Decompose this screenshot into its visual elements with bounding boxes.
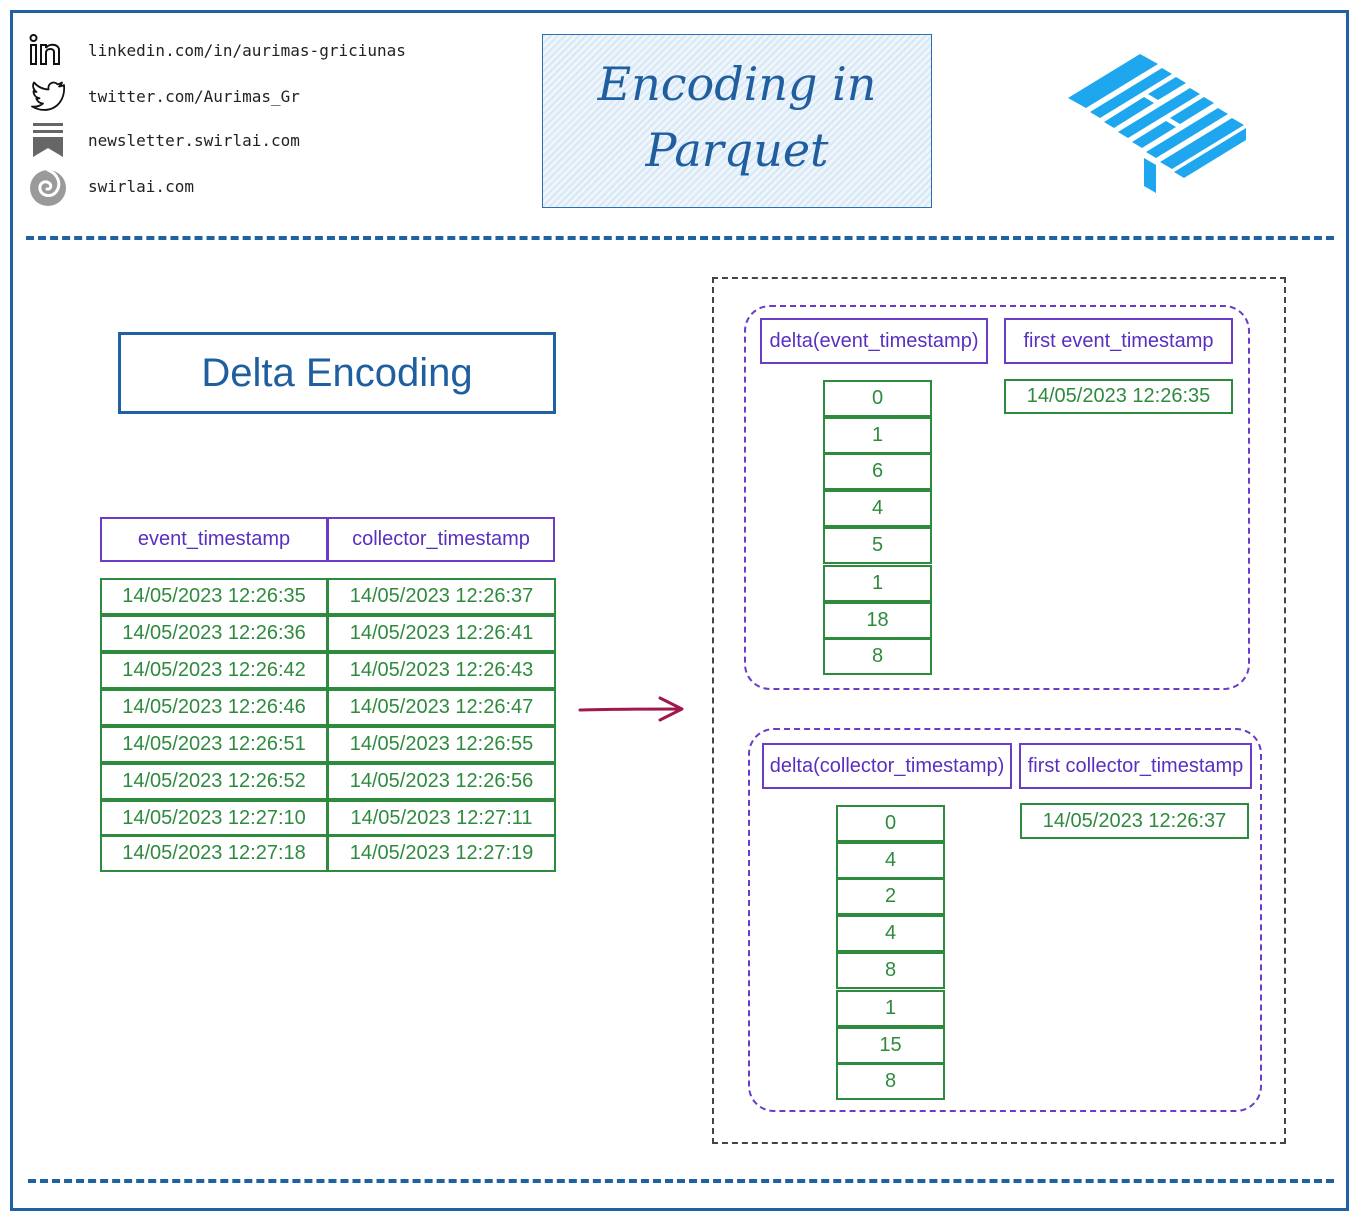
linkedin-link[interactable]: linkedin.com/in/aurimas-griciunas	[88, 40, 406, 60]
collector-first-header: first collector_timestamp	[1019, 743, 1252, 789]
source-cell-collector: 14/05/2023 12:26:56	[327, 763, 556, 800]
source-cell-event: 14/05/2023 12:26:42	[100, 652, 328, 689]
source-header-event: event_timestamp	[100, 517, 328, 562]
event-delta-cell: 1	[823, 417, 932, 454]
source-cell-event: 14/05/2023 12:27:10	[100, 800, 328, 836]
source-cell-collector: 14/05/2023 12:26:37	[327, 578, 556, 615]
newsletter-link[interactable]: newsletter.swirlai.com	[88, 130, 300, 150]
event-first-value: 14/05/2023 12:26:35	[1004, 379, 1233, 414]
collector-delta-cell: 8	[836, 1063, 945, 1100]
source-cell-event: 14/05/2023 12:26:36	[100, 615, 328, 652]
twitter-icon	[28, 76, 68, 116]
collector-delta-group	[748, 728, 1262, 1112]
source-cell-collector: 14/05/2023 12:26:41	[327, 615, 556, 652]
collector-delta-cell: 0	[836, 805, 945, 842]
bottom-divider	[28, 1179, 1334, 1183]
event-delta-cell: 1	[823, 565, 932, 602]
collector-delta-cell: 4	[836, 842, 945, 879]
collector-first-value: 14/05/2023 12:26:37	[1020, 803, 1249, 839]
newsletter-icon	[28, 120, 68, 160]
section-title: Delta Encoding	[118, 332, 556, 414]
collector-delta-cell: 15	[836, 1027, 945, 1064]
title-line-1: Encoding in	[597, 57, 877, 111]
event-first-header: first event_timestamp	[1004, 318, 1233, 364]
transform-arrow	[578, 692, 688, 731]
linkedin-icon	[28, 30, 68, 70]
outer-frame	[10, 10, 1349, 1211]
collector-delta-header: delta(collector_timestamp)	[762, 743, 1012, 789]
source-cell-collector: 14/05/2023 12:26:47	[327, 689, 556, 726]
social-twitter[interactable]: twitter.com/Aurimas_Gr	[28, 76, 300, 116]
event-delta-cell: 8	[823, 638, 932, 675]
website-link[interactable]: swirlai.com	[88, 176, 194, 196]
title-box: Encoding in Parquet	[542, 34, 932, 208]
event-delta-cell: 5	[823, 527, 932, 564]
collector-delta-cell: 1	[836, 990, 945, 1027]
source-cell-event: 14/05/2023 12:27:18	[100, 835, 328, 872]
source-cell-event: 14/05/2023 12:26:35	[100, 578, 328, 615]
collector-delta-cell: 4	[836, 915, 945, 952]
source-cell-collector: 14/05/2023 12:27:19	[327, 835, 556, 872]
source-cell-collector: 14/05/2023 12:27:11	[327, 800, 556, 836]
social-website[interactable]: swirlai.com	[28, 166, 194, 206]
social-newsletter[interactable]: newsletter.swirlai.com	[28, 120, 300, 160]
collector-delta-cell: 2	[836, 878, 945, 915]
parquet-logo	[1060, 50, 1250, 205]
social-linkedin[interactable]: linkedin.com/in/aurimas-griciunas	[28, 30, 406, 70]
source-cell-collector: 14/05/2023 12:26:55	[327, 726, 556, 763]
encoded-output-container	[712, 277, 1286, 1144]
title-line-2: Parquet	[645, 123, 829, 177]
source-cell-collector: 14/05/2023 12:26:43	[327, 652, 556, 689]
twitter-link[interactable]: twitter.com/Aurimas_Gr	[88, 86, 300, 106]
top-divider	[26, 236, 1334, 240]
event-delta-cell: 4	[823, 490, 932, 527]
source-cell-event: 14/05/2023 12:26:46	[100, 689, 328, 726]
source-cell-event: 14/05/2023 12:26:52	[100, 763, 328, 800]
collector-delta-cell: 8	[836, 952, 945, 989]
event-delta-cell: 6	[823, 453, 932, 490]
event-delta-cell: 0	[823, 380, 932, 417]
source-header-collector: collector_timestamp	[327, 517, 555, 562]
swirl-icon	[28, 166, 68, 206]
event-delta-group	[744, 305, 1250, 690]
event-delta-cell: 18	[823, 602, 932, 639]
event-delta-header: delta(event_timestamp)	[760, 318, 988, 364]
source-cell-event: 14/05/2023 12:26:51	[100, 726, 328, 763]
